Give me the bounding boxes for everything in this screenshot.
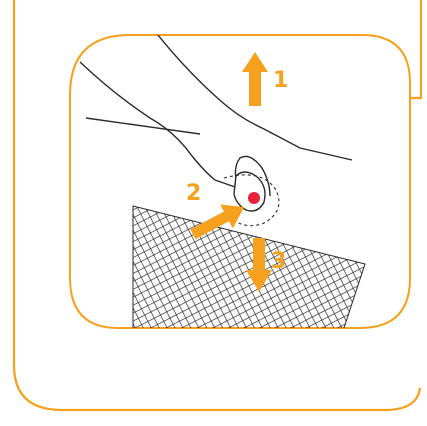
dashed-motion-ring-icon: [223, 174, 280, 227]
arrow-1-up: [242, 52, 268, 106]
step-label-2: 2: [186, 181, 201, 206]
arrow-3-down: [246, 238, 272, 292]
step-label-1: 1: [273, 68, 288, 93]
outer-frame: [12, 0, 423, 412]
step-label-3: 3: [271, 249, 286, 274]
arrow-2-up-right: [190, 204, 245, 240]
arm-line: [85, 117, 201, 135]
red-dot-icon: [248, 192, 260, 204]
